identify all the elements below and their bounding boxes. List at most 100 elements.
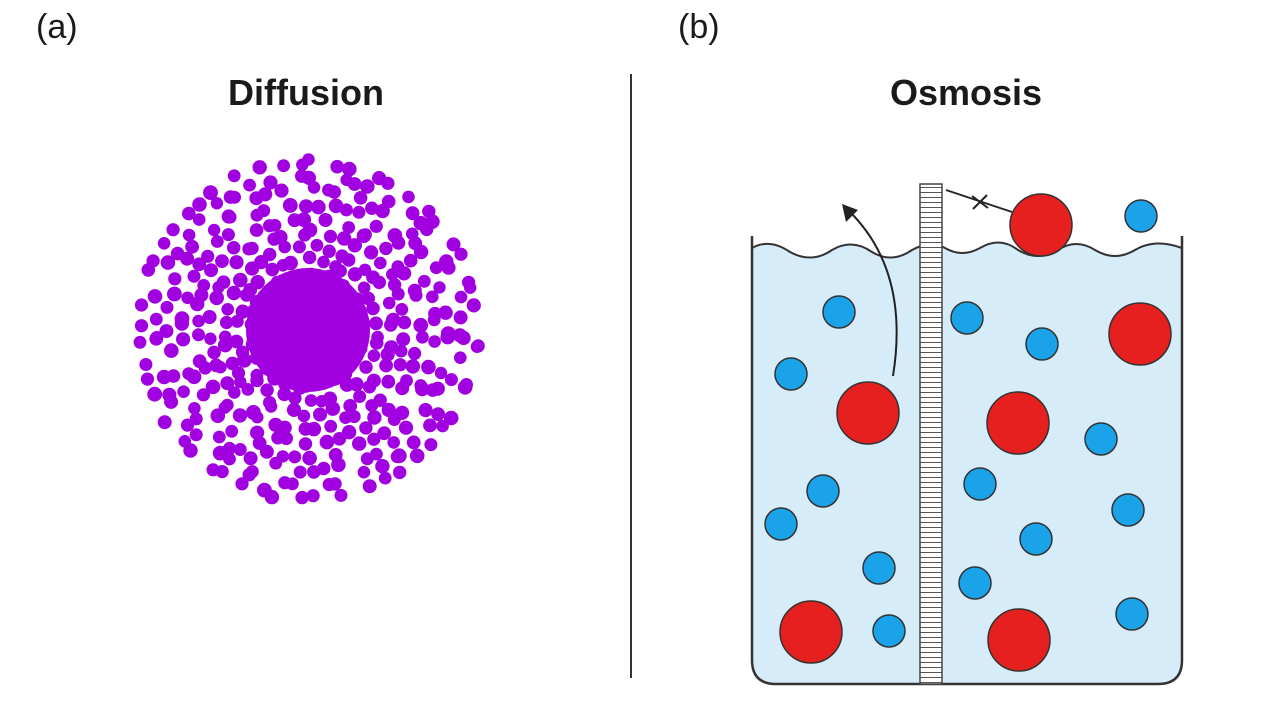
diffusion-particle — [417, 274, 431, 288]
diffusion-particle — [182, 206, 196, 221]
diffusion-particle — [424, 438, 438, 452]
diffusion-particle — [425, 383, 440, 397]
diffusion-particle — [309, 336, 324, 351]
diffusion-particle — [252, 160, 267, 175]
diffusion-particle — [243, 178, 256, 192]
diffusion-particle — [378, 471, 392, 485]
diffusion-particle — [220, 376, 235, 391]
crossing-arrow-head — [842, 204, 858, 222]
diffusion-particle — [271, 431, 285, 445]
diffusion-particle — [456, 330, 471, 346]
diffusion-particle — [268, 219, 282, 232]
diffusion-particle — [446, 237, 461, 252]
diffusion-particle — [403, 253, 418, 268]
diffusion-particle — [274, 183, 289, 198]
diffusion-particle — [149, 312, 163, 326]
diffusion-particle — [347, 177, 362, 191]
diffusion-particle — [381, 194, 396, 209]
solute-molecule — [987, 608, 1051, 672]
water-molecule — [872, 614, 906, 648]
diffusion-particle — [229, 334, 244, 349]
diffusion-particle — [273, 229, 288, 245]
diffusion-particle — [339, 377, 355, 392]
diffusion-particle — [438, 305, 453, 320]
diffusion-particle — [428, 335, 441, 348]
diffusion-particle — [313, 407, 327, 422]
diffusion-particle — [314, 375, 329, 390]
diffusion-particle — [263, 175, 278, 190]
diffusion-particle — [359, 228, 372, 241]
diffusion-particle — [339, 411, 352, 425]
diffusion-particle — [276, 320, 289, 334]
diffusion-particle — [347, 267, 363, 282]
diffusion-particle — [366, 301, 380, 316]
diffusion-particle — [278, 376, 293, 391]
diffusion-particle — [440, 329, 456, 345]
diffusion-particle — [258, 187, 273, 202]
diffusion-particle — [192, 328, 205, 342]
diffusion-particle — [343, 399, 358, 413]
diffusion-particle — [299, 199, 314, 214]
diffusion-particle — [302, 153, 315, 166]
diffusion-particle — [359, 421, 373, 435]
diffusion-particle — [209, 358, 224, 373]
diffusion-particle — [298, 437, 313, 451]
diffusion-particle — [264, 310, 278, 324]
diffusion-particle — [331, 457, 346, 473]
panel-divider — [630, 74, 632, 678]
blocked-cross-mark — [971, 194, 989, 210]
water-molecule — [950, 301, 984, 335]
diffusion-particle — [394, 344, 408, 358]
diffusion-particle — [174, 311, 190, 327]
diffusion-particle — [197, 279, 211, 292]
diffusion-particle — [413, 244, 429, 260]
diffusion-particle — [229, 255, 244, 270]
diffusion-particle — [242, 468, 256, 482]
diffusion-particle — [192, 314, 205, 328]
diffusion-particle — [304, 394, 318, 407]
diffusion-particle — [139, 358, 153, 371]
diffusion-particle — [342, 221, 356, 234]
diffusion-particle — [247, 329, 263, 345]
solute-molecule — [986, 391, 1050, 455]
solute-molecule — [836, 381, 900, 445]
diffusion-particle — [182, 228, 196, 242]
diffusion-particle — [317, 298, 333, 313]
diffusion-particle — [413, 317, 429, 333]
diffusion-particle — [301, 170, 316, 185]
diffusion-particle — [282, 198, 298, 213]
diffusion-particle — [228, 190, 242, 204]
diffusion-particle — [393, 358, 407, 372]
water-molecule — [963, 467, 997, 501]
diffusion-particle — [322, 477, 336, 492]
diffusion-particle — [353, 341, 368, 356]
diffusion-particle — [339, 203, 353, 217]
diffusion-particle — [157, 237, 171, 250]
diffusion-particle — [357, 281, 371, 295]
diffusion-particle — [210, 197, 224, 210]
diffusion-particle — [314, 321, 327, 335]
diffusion-particle — [269, 456, 283, 470]
diffusion-particle — [355, 314, 370, 329]
diffusion-particle — [181, 291, 194, 305]
diffusion-particle — [351, 302, 365, 317]
diffusion-particle — [391, 287, 405, 301]
diffusion-particle — [306, 489, 320, 503]
diffusion-particle — [353, 191, 368, 205]
diffusion-particle — [436, 419, 449, 433]
diffusion-particle — [307, 465, 321, 479]
diffusion-particle — [159, 324, 174, 339]
diffusion-particle — [444, 373, 458, 387]
diffusion-particle — [367, 349, 381, 363]
diffusion-particle — [384, 318, 398, 332]
diffusion-particle — [188, 402, 201, 415]
diffusion-particle — [330, 159, 345, 174]
diffusion-particle — [342, 161, 357, 177]
diffusion-particle — [464, 281, 477, 294]
diffusion-particle — [405, 359, 421, 374]
diffusion-particle — [369, 219, 383, 233]
diffusion-particle — [352, 205, 366, 219]
diffusion-particle — [263, 396, 277, 410]
solute-molecule — [1009, 193, 1073, 257]
